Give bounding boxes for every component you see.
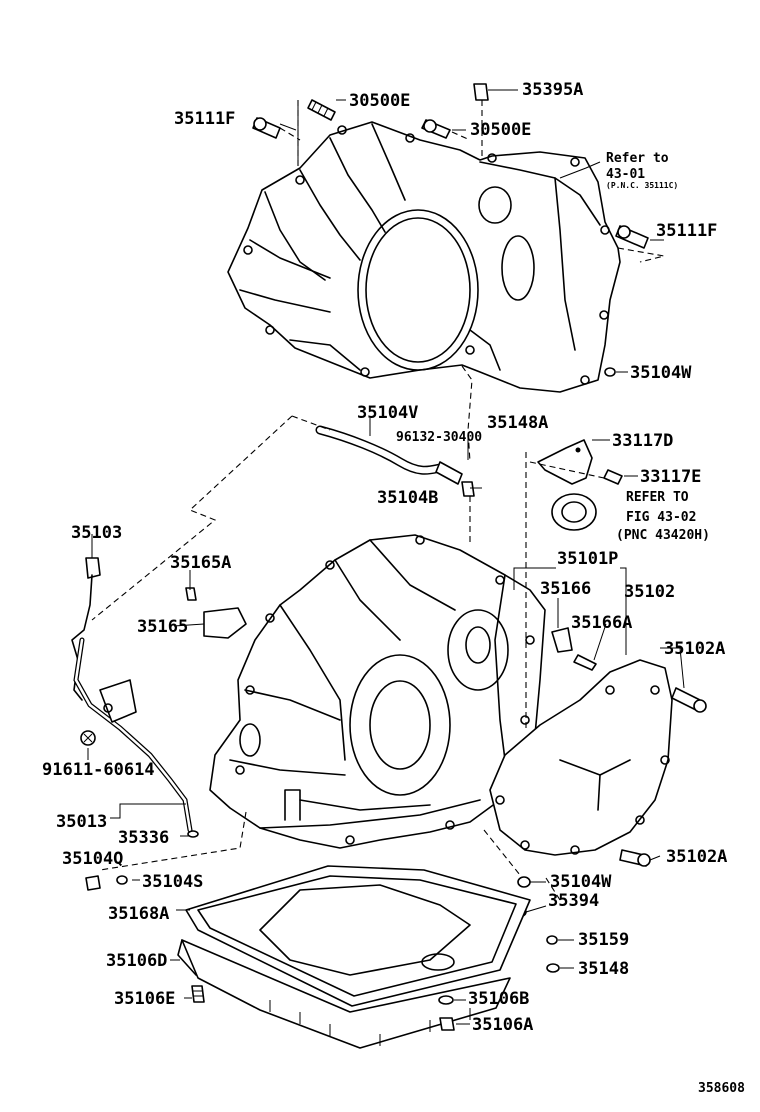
plug-35104W-top[interactable] xyxy=(604,367,616,377)
label-33117D: 33117D xyxy=(612,431,673,451)
filler-tube-35013[interactable] xyxy=(73,637,193,833)
label-35111F-right: 35111F xyxy=(656,221,717,241)
label-35168A: 35168A xyxy=(108,904,169,924)
transaxle-case[interactable] xyxy=(209,534,546,849)
label-35104Q: 35104Q xyxy=(62,849,123,869)
o-ring-35336[interactable] xyxy=(187,830,199,838)
bolt-35111F-right[interactable] xyxy=(615,225,649,249)
bolt-30500E-top[interactable] xyxy=(307,99,336,121)
label-35166: 35166 xyxy=(540,579,591,599)
label-35101P: 35101P xyxy=(557,549,618,569)
bracket-35166[interactable] xyxy=(551,627,573,653)
diagram-id: 358608 xyxy=(698,1081,745,1096)
bracket-33117D[interactable] xyxy=(537,439,593,485)
label-35104V: 35104V xyxy=(357,403,418,423)
cover-35165[interactable] xyxy=(203,607,247,639)
seal-ring-refer-43-02[interactable] xyxy=(551,493,597,531)
plug-35104Q[interactable] xyxy=(85,875,101,891)
label-35159: 35159 xyxy=(578,930,629,950)
label-refer-pnc: (P.N.C. 35111C) xyxy=(606,181,678,190)
bolt-35102A-bottom[interactable] xyxy=(619,849,651,867)
label-35395A: 35395A xyxy=(522,80,583,100)
label-35148A: 35148A xyxy=(487,413,548,433)
washer-35159[interactable] xyxy=(546,935,558,945)
plug-35395A[interactable] xyxy=(473,83,489,101)
side-cover-35102[interactable] xyxy=(489,659,673,856)
bolt-35165A[interactable] xyxy=(185,587,197,601)
bolt-35111F-left[interactable] xyxy=(252,117,281,139)
label-fig-43-02: FIG 43-02 xyxy=(626,510,696,525)
label-35103: 35103 xyxy=(71,523,122,543)
label-35104W-top: 35104W xyxy=(630,363,692,383)
oil-pan-35106D[interactable] xyxy=(177,884,511,1049)
bolt-33117E[interactable] xyxy=(603,469,623,485)
label-35013: 35013 xyxy=(56,812,107,832)
label-35102A-top: 35102A xyxy=(664,639,725,659)
label-refer-to-fig: REFER TO xyxy=(626,490,689,505)
label-refer-43-01: 43-01 xyxy=(606,167,645,182)
label-35106A: 35106A xyxy=(472,1015,533,1035)
label-30500E-top: 30500E xyxy=(349,91,410,111)
bolt-35102A-top[interactable] xyxy=(671,687,707,713)
label-33117E: 33117E xyxy=(640,467,701,487)
label-35148: 35148 xyxy=(578,959,629,979)
label-35104S: 35104S xyxy=(142,872,203,892)
gasket-35106B[interactable] xyxy=(438,995,454,1005)
dipstick-35103[interactable] xyxy=(71,557,101,701)
leader-lines xyxy=(87,89,685,1025)
bolt-30500E-mid[interactable] xyxy=(421,119,451,139)
bolt-35106E[interactable] xyxy=(191,985,205,1003)
union-96132-30400[interactable] xyxy=(435,461,463,485)
hose-35104V[interactable] xyxy=(315,425,445,475)
plug-35104B[interactable] xyxy=(461,481,475,497)
label-35165A: 35165A xyxy=(170,553,231,573)
washer-35148[interactable] xyxy=(546,963,560,973)
label-35336: 35336 xyxy=(118,828,169,848)
bolt-35166A[interactable] xyxy=(573,654,597,671)
bolt-91611-60614[interactable] xyxy=(80,730,96,746)
label-30500E-mid: 30500E xyxy=(470,120,531,140)
plug-35104W-bottom[interactable] xyxy=(517,876,531,888)
label-35165: 35165 xyxy=(137,617,188,637)
label-35106B: 35106B xyxy=(468,989,529,1009)
oil-pan-gasket-35168A[interactable] xyxy=(185,865,531,1007)
part-labels: 30500E 35395A 35111F 30500E Refer to 43-… xyxy=(42,80,745,1096)
label-91611-60614: 91611-60614 xyxy=(42,760,155,780)
label-35394: 35394 xyxy=(548,891,599,911)
label-35166A: 35166A xyxy=(571,613,632,633)
label-96132-30400: 96132-30400 xyxy=(396,430,482,445)
label-35111F-left: 35111F xyxy=(174,109,235,129)
label-refer-to: Refer to xyxy=(606,151,669,166)
label-35104W-bottom: 35104W xyxy=(550,872,612,892)
transaxle-housing[interactable] xyxy=(227,121,621,393)
label-35104B: 35104B xyxy=(377,488,438,508)
drain-plug-35106A[interactable] xyxy=(439,1017,455,1031)
plug-35104S[interactable] xyxy=(116,875,128,885)
label-35106D: 35106D xyxy=(106,951,167,971)
label-pnc-43420H: (PNC 43420H) xyxy=(616,528,710,543)
label-35102: 35102 xyxy=(624,582,675,602)
label-35106E: 35106E xyxy=(114,989,175,1009)
label-35102A-bottom: 35102A xyxy=(666,847,727,867)
